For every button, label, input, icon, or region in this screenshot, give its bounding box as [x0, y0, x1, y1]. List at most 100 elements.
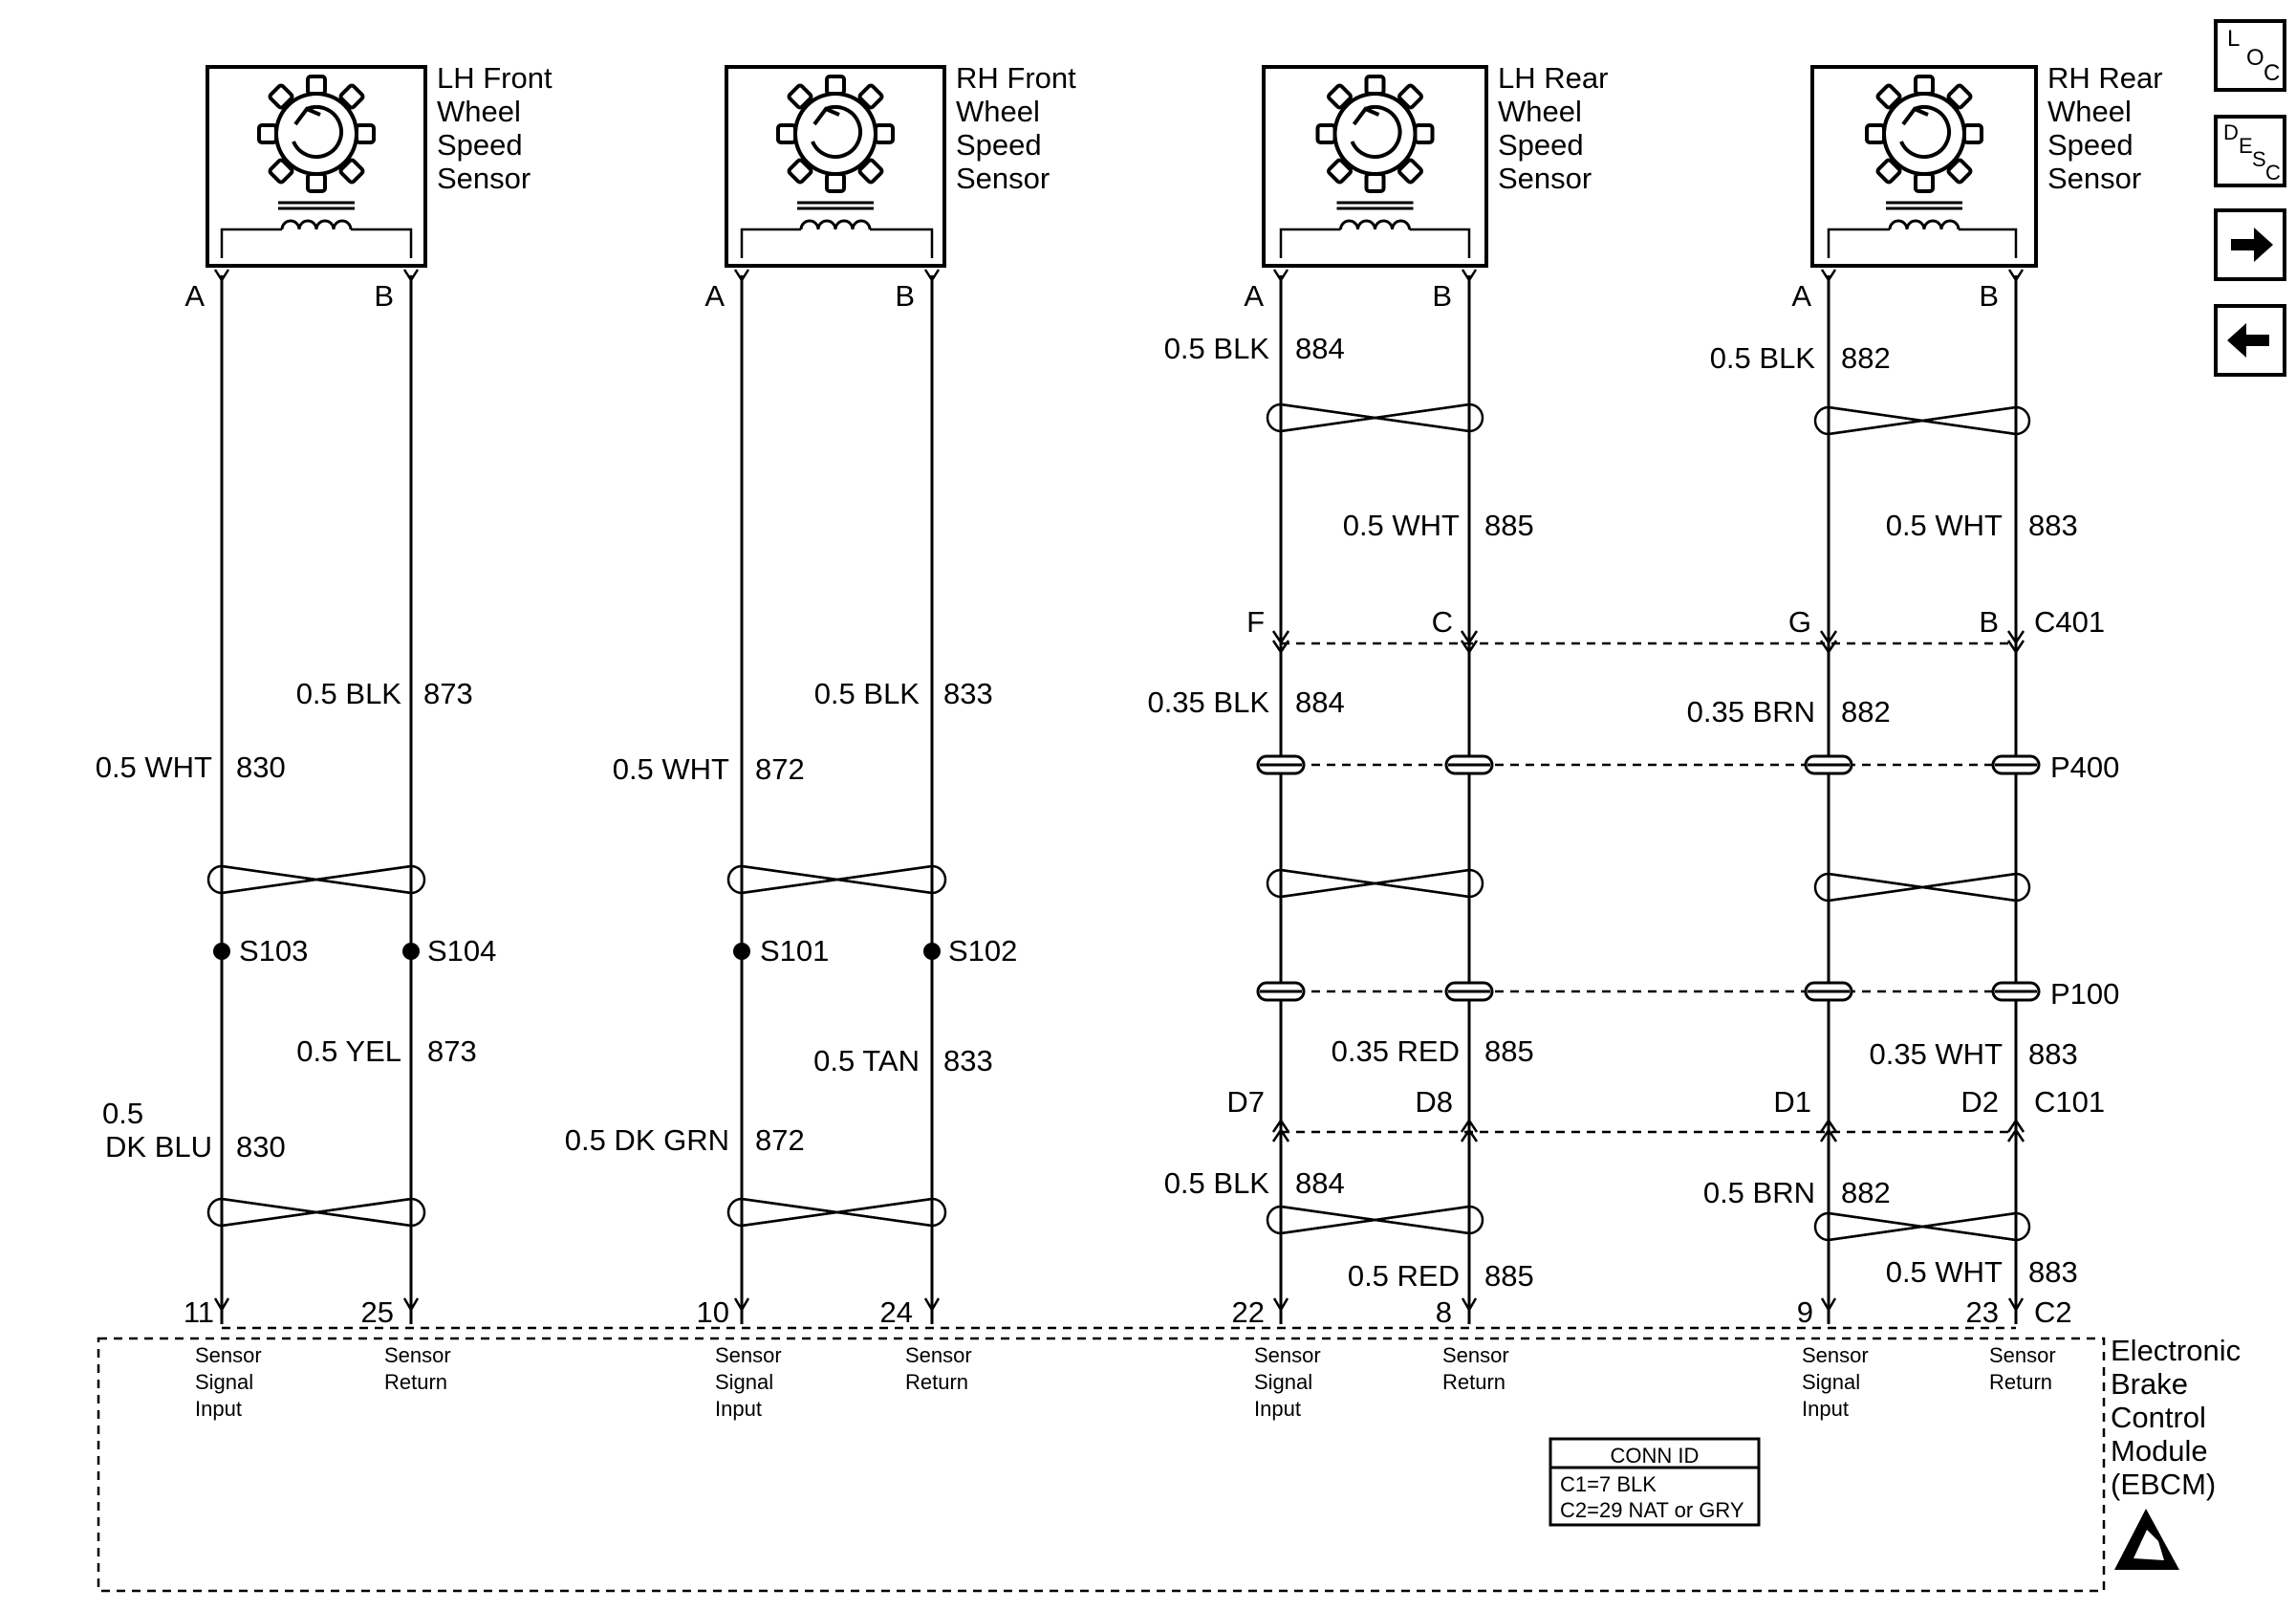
sensor-title-line: Speed [437, 128, 523, 162]
c101-label: C101 [2034, 1085, 2105, 1119]
circuit-number-label: 873 [423, 677, 473, 710]
inline-connector-mark [1460, 630, 1479, 645]
inline-connector-mark [1819, 640, 1838, 655]
sensor-lead-a [220, 228, 282, 258]
inline-connector-mark [1460, 640, 1479, 655]
sensor-title-line: Wheel [956, 95, 1040, 128]
ebcm-terminal-mark [1461, 1297, 1478, 1313]
sensor-return-label: Return [384, 1370, 447, 1394]
twisted-pair-icon [206, 1197, 426, 1228]
circuit-number-label: 882 [1841, 695, 1891, 729]
ebcm-terminal-mark [213, 1297, 230, 1313]
twisted-pair-icon [726, 1197, 947, 1228]
twisted-pair-icon [1813, 872, 2031, 903]
ebcm-terminal-mark [1272, 1297, 1289, 1313]
connector-pin-label: F [1246, 605, 1265, 639]
inline-connector-mark [1460, 1127, 1479, 1142]
inline-connector-mark [2006, 640, 2025, 655]
sensor-signal-input-label: Sensor [195, 1343, 262, 1367]
sensor-pin-a: A [1791, 279, 1811, 313]
pass-through-grommet-icon [1991, 981, 2041, 1002]
ebcm-name-line: Brake [2111, 1367, 2188, 1401]
circuit-number-label: 883 [2028, 509, 2078, 542]
pass-through-grommet-icon [1991, 754, 2041, 775]
p400-label: P400 [2050, 751, 2119, 784]
circuit-number-label: 872 [755, 752, 805, 786]
splice-label: S103 [239, 934, 308, 968]
sensor-pin-b: B [1979, 279, 1999, 313]
sensor-signal-input-label: Sensor [715, 1343, 782, 1367]
conn-id-line: C2=29 NAT or GRY [1560, 1498, 1744, 1522]
inline-connector-mark [1460, 1118, 1479, 1133]
sensor-lead-a [740, 228, 801, 258]
sensor-title-line: Speed [956, 128, 1042, 162]
circuit-number-label: 882 [1841, 1176, 1891, 1209]
splice-label: S104 [427, 934, 496, 968]
sensor-signal-input-label: Sensor [1254, 1343, 1321, 1367]
conn-id-box [1549, 1437, 1761, 1527]
sensor-title-line: LH Rear [1498, 61, 1608, 95]
wheel-speed-sensor-icon [776, 75, 895, 231]
wire-size-label: 0.5 BLK [1164, 1166, 1270, 1200]
wire-size-label: 0.5 WHT [96, 751, 212, 784]
next-arrow-button[interactable] [2214, 208, 2286, 281]
sensor-signal-input-label: Sensor [1802, 1343, 1869, 1367]
sensor-title-line: Speed [1498, 128, 1584, 162]
sensor-signal-input-label: Input [195, 1397, 242, 1421]
circuit-number-label: 884 [1295, 685, 1345, 719]
location-button-letter: L [2227, 26, 2240, 52]
splice-dot [402, 943, 420, 960]
c401-label: C401 [2034, 605, 2105, 639]
wire-size-label: 0.5 BLK [1710, 341, 1816, 375]
description-button-letter: D [2223, 120, 2239, 144]
ebcm-terminal-mark [2007, 1297, 2025, 1313]
sensor-return-label: Return [905, 1370, 968, 1394]
inline-connector-mark [2006, 1118, 2025, 1133]
connector-pin-label: D2 [1960, 1085, 1999, 1119]
splice-dot [733, 943, 750, 960]
wire-size-label: 0.5 WHT [1343, 509, 1460, 542]
circuit-number-label: 872 [755, 1123, 805, 1157]
previous-arrow-button[interactable] [2214, 304, 2286, 377]
left-arrow-icon [2227, 323, 2269, 358]
circuit-number-label: 873 [427, 1034, 477, 1068]
wire-size-label: 0.5 TAN [813, 1044, 920, 1077]
sensor-pin-b: B [1432, 279, 1452, 313]
sensor-title-line: Wheel [2047, 95, 2132, 128]
circuit-number-label: 833 [943, 1044, 993, 1077]
connector-pin-label: D1 [1773, 1085, 1811, 1119]
wire-size-label: DK BLU [105, 1130, 212, 1164]
wire-size-label: 0.35 BRN [1687, 695, 1815, 729]
sensor-pin-a: A [704, 279, 725, 313]
location-button[interactable]: LOC [2214, 19, 2286, 92]
sensor-title-line: RH Rear [2047, 61, 2163, 95]
sensor-lead-b [870, 228, 934, 258]
twisted-pair-icon [206, 864, 426, 895]
sensor-box [725, 65, 946, 268]
esd-sensitive-icon [2114, 1509, 2179, 1570]
sensor-signal-input-label: Input [1254, 1397, 1301, 1421]
sensor-return-label: Sensor [384, 1343, 451, 1367]
location-button-letter: O [2246, 45, 2264, 71]
sensor-lead-a [1279, 228, 1341, 258]
sensor-lead-b [1959, 228, 2018, 258]
ebcm-pin-number: 11 [184, 1295, 214, 1329]
sensor-box [1262, 65, 1488, 268]
ebcm-terminal-mark [733, 1297, 750, 1313]
wire-size-label: 0.5 WHT [613, 752, 729, 786]
wire-size-label: 0.5 YEL [296, 1034, 401, 1068]
twisted-pair-icon [1266, 868, 1484, 899]
connector-pin-label: B [1979, 605, 1999, 639]
pass-through-grommet-icon [1444, 754, 1494, 775]
ebcm-module-box [97, 1337, 2106, 1593]
ebcm-pin-number: 25 [361, 1295, 394, 1329]
ebcm-name-line: Electronic [2111, 1334, 2241, 1367]
sensor-signal-input-label: Input [1802, 1397, 1849, 1421]
conn-id-title: CONN ID [1611, 1444, 1700, 1468]
ebcm-terminal-mark [402, 1297, 420, 1313]
ebcm-pin-number: 9 [1797, 1295, 1813, 1329]
sensor-pin-a: A [1244, 279, 1264, 313]
sensor-pin-b: B [895, 279, 915, 313]
inline-connector-mark [1271, 630, 1290, 645]
